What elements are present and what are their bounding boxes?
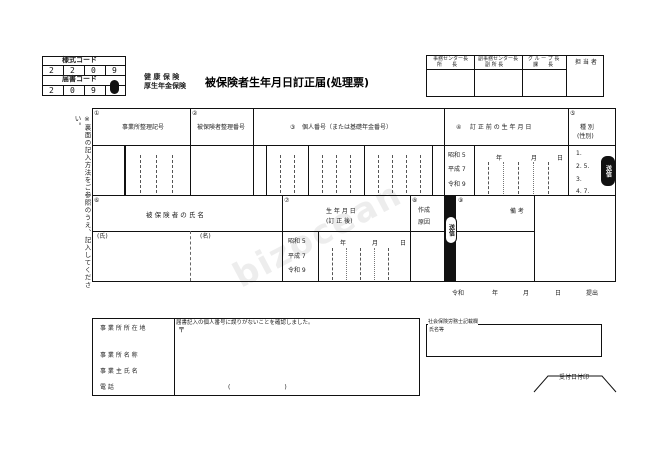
office-phone-label: 電 話	[100, 384, 114, 391]
pre-era-heisei: 平成 7	[448, 166, 466, 173]
office-name-label: 事 業 所 名 称	[100, 352, 138, 359]
remarks-label: 備 考	[510, 208, 524, 215]
submit-year: 年	[492, 290, 499, 297]
circled-1: ①	[94, 110, 100, 117]
insured-no-label: 被保険者整理番号	[197, 124, 246, 131]
office-owner-label: 事 業 主 氏 名	[100, 368, 138, 375]
circled-5: ⑤	[570, 110, 576, 117]
format-code-label: 様式コード	[62, 56, 97, 64]
send-badge-2: 送信	[445, 216, 457, 244]
approval-col2-line2: 副 所 長	[485, 62, 504, 68]
reason-label: 原因	[418, 219, 431, 226]
submit-month: 月	[523, 290, 530, 297]
pre-birth-label: 訂 正 前 の 生 年 月 日	[470, 124, 532, 131]
insurance-line2: 厚生年金保険	[144, 82, 186, 90]
stamp-area	[533, 375, 617, 393]
birth-sub-label: (訂 正 後)	[326, 218, 353, 225]
post-era-heisei: 平成 7	[288, 253, 306, 260]
office-address-label: 事 業 所 所 在 地	[100, 325, 146, 332]
format-code-digit: 9	[112, 66, 117, 75]
post-day-label: 日	[400, 240, 407, 247]
type-option-3: 3.	[576, 176, 582, 183]
page-title: 被保険者生年月日訂正届(処理票)	[205, 76, 370, 89]
circled-9: ⑨	[458, 197, 464, 204]
pre-era-showa: 昭和 5	[448, 152, 466, 159]
format-code-digit: 2	[49, 66, 54, 75]
format-code-digit: 0	[91, 66, 96, 75]
pre-year-label: 年	[496, 155, 503, 162]
circled-4: ④	[456, 124, 462, 131]
submit-era: 令和	[452, 290, 465, 297]
doc-code-digit: 2	[49, 86, 54, 95]
personal-no-label: 個人番号（または基礎年金番号）	[302, 124, 393, 131]
post-month-label: 月	[372, 240, 379, 247]
approval-col4-label: 担 当 者	[575, 59, 597, 66]
given-name-label: (名)	[200, 233, 211, 240]
approval-col2-line1: 副事務センター長	[478, 56, 519, 62]
confirm-text: 届書記入の個人番号に誤りがないことを確認しました。	[176, 320, 314, 326]
post-era-showa: 昭和 5	[288, 238, 306, 245]
submit-day: 日	[555, 290, 562, 297]
approval-col3-line2: 課 長	[533, 62, 554, 68]
doc-code-digit: 9	[91, 86, 96, 95]
type-option-1: 1.	[576, 150, 582, 157]
send-badge: 送信	[601, 156, 615, 186]
circled-8: ⑧	[412, 197, 418, 204]
approval-col3-line1: グ ル ー プ 長	[528, 56, 560, 62]
sharoushi-name-label: 氏名等	[429, 327, 445, 333]
office-phone-paren: ( )	[228, 384, 287, 391]
approval-col1-line2: 所 長	[437, 62, 458, 68]
insurance-line1: 健 康 保 険	[144, 73, 180, 81]
create-label: 作成	[418, 207, 431, 214]
office-code-label: 事業所整理記号	[122, 124, 165, 131]
submit-label: 提出	[586, 290, 599, 297]
approval-col1-line1: 事務センター長	[433, 56, 469, 62]
doc-code-label: 届書コード	[62, 75, 97, 83]
circled-7: ⑦	[284, 197, 290, 204]
stamp-label: 受付日付印	[559, 374, 590, 381]
circled-2: ②	[192, 110, 198, 117]
pre-era-reiwa: 令和 9	[448, 181, 466, 188]
type-sub: (性別)	[577, 133, 594, 140]
postal-mark: 〒	[178, 326, 185, 334]
circled-6: ⑥	[94, 197, 100, 204]
pre-month-label: 月	[531, 155, 538, 162]
type-option-4: 4. 7.	[576, 188, 590, 195]
family-name-label: (氏)	[97, 233, 108, 240]
sharoushi-label: 社会保険労務士記載欄	[428, 319, 479, 326]
send-mark-icon	[110, 80, 119, 94]
pre-day-label: 日	[557, 155, 564, 162]
side-note: ※裏面の記入方法をご参照のうえ、記入してください。	[73, 115, 91, 289]
post-year-label: 年	[340, 240, 347, 247]
birth-label: 生 年 月 日	[326, 208, 356, 215]
approval-box	[426, 55, 604, 97]
circled-3: ③	[290, 124, 296, 131]
doc-code-digit: 0	[70, 86, 75, 95]
format-code-digit: 2	[70, 66, 75, 75]
type-option-2: 2. 5.	[576, 163, 590, 170]
post-era-reiwa: 令和 9	[288, 267, 306, 274]
office-box	[92, 318, 420, 396]
sharoushi-box	[426, 324, 602, 357]
name-label: 被 保 険 者 の 氏 名	[146, 211, 204, 219]
type-label: 種 別	[580, 124, 594, 131]
